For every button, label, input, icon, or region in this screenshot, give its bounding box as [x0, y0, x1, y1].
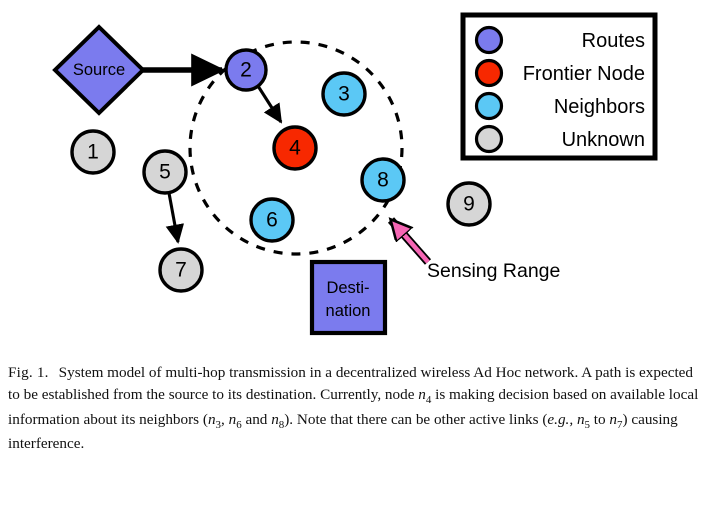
legend-item-unknown[interactable]: Unknown [474, 124, 646, 154]
caption-eg: e.g., [547, 410, 574, 428]
legend-swatch-neighbors [474, 91, 504, 121]
legend-label-frontier-node: Frontier Node [523, 63, 645, 85]
legend: Routes Frontier Node Neighbors Unknown [460, 12, 658, 161]
destination-label-line1: Desti- [326, 279, 369, 297]
caption-node-n5: n5 [576, 410, 590, 431]
node-n5-label: 5 [159, 161, 171, 184]
node-n2[interactable]: 2 [224, 48, 268, 92]
sensing-range-callout-arrow [387, 220, 432, 265]
legend-swatch-unknown [474, 124, 504, 154]
legend-label-routes: Routes [582, 30, 645, 52]
node-n6[interactable]: 6 [249, 197, 295, 243]
source-label: Source [73, 61, 125, 79]
caption-part-3: , [221, 410, 229, 428]
caption-node-n7: n7 [609, 410, 623, 431]
legend-item-neighbors[interactable]: Neighbors [474, 91, 646, 121]
node-n3[interactable]: 3 [321, 71, 367, 117]
caption-node-n4: n4 [418, 385, 432, 406]
figure-diagram: Source Desti- nation 1 2 3 4 5 [52, 12, 658, 336]
network-diagram-svg: Source Desti- nation 1 2 3 4 5 [52, 12, 658, 336]
node-n5[interactable]: 5 [142, 149, 188, 195]
node-n7[interactable]: 7 [158, 247, 204, 293]
legend-item-routes[interactable]: Routes [474, 25, 646, 55]
figure-caption: Fig. 1.System model of multi-hop transmi… [8, 362, 708, 455]
link-n2-to-n4 [256, 85, 283, 124]
source-node[interactable]: Source [52, 24, 146, 116]
sensing-range-circle [188, 40, 404, 256]
legend-item-frontier-node[interactable]: Frontier Node [474, 58, 646, 88]
legend-label-neighbors: Neighbors [554, 96, 645, 118]
node-n8[interactable]: 8 [360, 157, 406, 203]
caption-part-2: is making decision based on available lo… [8, 385, 699, 428]
caption-part-7: to [590, 410, 610, 428]
link-n5-to-n7 [165, 192, 185, 244]
caption-figure-label: Fig. 1. [8, 364, 49, 381]
legend-label-unknown: Unknown [562, 129, 645, 151]
node-n8-label: 8 [377, 169, 389, 192]
node-n6-label: 6 [266, 209, 278, 232]
node-n4[interactable]: 4 [272, 125, 318, 171]
node-n9-label: 9 [463, 193, 475, 216]
node-n2-label: 2 [240, 59, 252, 82]
destination-label-line2: nation [326, 302, 371, 320]
caption-part-1: System model of multi-hop transmission i… [8, 364, 694, 403]
node-n1[interactable]: 1 [70, 129, 116, 175]
node-n9[interactable]: 9 [446, 181, 492, 227]
caption-node-n8: n8 [271, 410, 285, 431]
caption-node-n3: n3 [207, 410, 221, 431]
caption-node-n6: n6 [228, 410, 242, 431]
sensing-range-label: Sensing Range [427, 260, 560, 282]
legend-swatch-routes [474, 25, 504, 55]
node-n3-label: 3 [338, 83, 350, 106]
node-n1-label: 1 [87, 141, 99, 164]
destination-node[interactable]: Desti- nation [309, 259, 388, 336]
caption-part-4: and [241, 410, 272, 428]
node-n4-label: 4 [289, 137, 301, 160]
node-n7-label: 7 [175, 259, 187, 282]
caption-part-5: ). Note that there can be other active l… [284, 410, 548, 428]
legend-swatch-frontier-node [474, 58, 504, 88]
caption-part-8: ) causing interference. [8, 410, 678, 453]
